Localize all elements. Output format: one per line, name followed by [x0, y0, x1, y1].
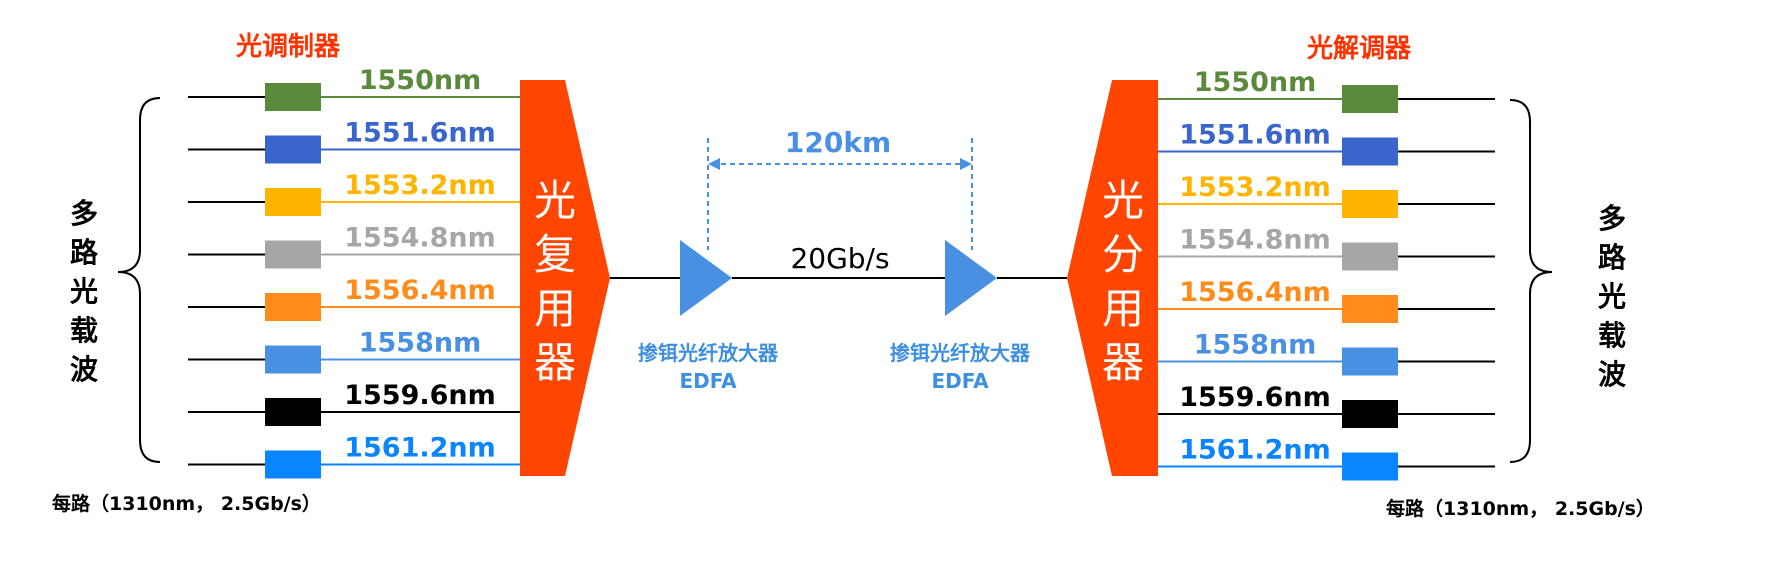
svg-text:光: 光	[69, 275, 98, 308]
left-channel-group: 1550nm 1551.6nm 1553.2nm 1554.8nm 1556.4nm 15…	[188, 65, 520, 479]
edfa-2-name: 掺铒光纤放大器	[890, 341, 1031, 365]
left-wavelength-label: 1559.6nm	[344, 380, 496, 411]
demultiplexer-label: 光 分 用 器	[1102, 176, 1144, 387]
right-wavelength-label: 1553.2nm	[1179, 172, 1331, 203]
distance-label: 120km	[785, 126, 891, 159]
left-wavelength-label: 1553.2nm	[344, 170, 496, 201]
edfa-2-abbr: EDFA	[931, 369, 989, 393]
demodulator-box	[1342, 85, 1398, 113]
demodulator-box	[1342, 242, 1398, 271]
optical-multiplexer	[520, 80, 610, 476]
modulator-box	[265, 240, 321, 269]
demodulator-title: 光解调器	[1306, 34, 1412, 64]
modulator-box	[265, 450, 321, 479]
left-wavelength-label: 1551.6nm	[344, 118, 496, 149]
modulator-box	[265, 135, 321, 164]
demodulator-box	[1342, 400, 1398, 428]
svg-text:光: 光	[1597, 280, 1626, 313]
svg-text:载: 载	[70, 314, 98, 347]
optical-demultiplexer	[1067, 80, 1158, 476]
svg-text:光: 光	[1102, 176, 1144, 225]
link-rate-label: 20Gb/s	[790, 242, 889, 275]
svg-text:器: 器	[1102, 338, 1144, 387]
left-wavelength-label: 1556.4nm	[344, 275, 496, 306]
demodulator-box	[1342, 452, 1398, 481]
svg-text:光: 光	[534, 176, 576, 225]
left-carrier-label: 多 路 光 载 波	[69, 197, 99, 386]
left-wavelength-label: 1561.2nm	[344, 433, 496, 464]
svg-text:波: 波	[70, 353, 99, 386]
modulator-box	[265, 83, 321, 111]
right-wavelength-label: 1551.6nm	[1179, 120, 1331, 151]
svg-text:载: 载	[1598, 319, 1626, 352]
left-per-channel-note: 每路（1310nm， 2.5Gb/s）	[52, 492, 321, 515]
right-carrier-brace	[1509, 99, 1553, 463]
modulator-box	[265, 188, 321, 216]
right-wavelength-label: 1550nm	[1194, 67, 1317, 98]
demodulator-box	[1342, 295, 1398, 323]
right-per-channel-note: 每路（1310nm， 2.5Gb/s）	[1386, 497, 1655, 520]
edfa-amplifier-1	[680, 240, 732, 316]
modulator-box	[265, 293, 321, 321]
demodulator-box	[1342, 347, 1398, 376]
right-channel-group: 1550nm 1551.6nm 1553.2nm 1554.8nm 1556.4nm 15…	[1158, 67, 1495, 481]
right-wavelength-label: 1559.6nm	[1179, 382, 1331, 413]
svg-text:复: 复	[534, 230, 576, 279]
svg-text:多: 多	[1598, 202, 1626, 235]
distance-arrow-left	[708, 158, 720, 170]
left-wavelength-label: 1558nm	[359, 328, 482, 359]
edfa-1-abbr: EDFA	[679, 369, 737, 393]
demodulator-box	[1342, 190, 1398, 218]
svg-text:用: 用	[1102, 284, 1144, 333]
left-carrier-brace	[117, 97, 161, 463]
svg-text:用: 用	[534, 284, 576, 333]
right-wavelength-label: 1554.8nm	[1179, 225, 1331, 256]
svg-text:路: 路	[1598, 241, 1627, 274]
svg-text:器: 器	[534, 338, 576, 387]
modulator-box	[265, 345, 321, 374]
demodulator-box	[1342, 137, 1398, 166]
right-wavelength-label: 1561.2nm	[1179, 435, 1331, 466]
modulator-box	[265, 398, 321, 426]
right-wavelength-label: 1558nm	[1194, 330, 1317, 361]
multiplexer-label: 光 复 用 器	[534, 176, 576, 387]
svg-text:分: 分	[1102, 230, 1144, 279]
svg-text:多: 多	[70, 197, 98, 230]
distance-arrow-right	[960, 158, 972, 170]
edfa-1-name: 掺铒光纤放大器	[638, 341, 779, 365]
svg-text:路: 路	[70, 236, 99, 269]
right-wavelength-label: 1556.4nm	[1179, 277, 1331, 308]
modulator-title: 光调制器	[235, 32, 341, 62]
svg-text:波: 波	[1598, 358, 1627, 391]
left-wavelength-label: 1554.8nm	[344, 223, 496, 254]
right-carrier-label: 多 路 光 载 波	[1597, 202, 1627, 391]
left-wavelength-label: 1550nm	[359, 65, 482, 96]
edfa-amplifier-2	[945, 240, 997, 316]
